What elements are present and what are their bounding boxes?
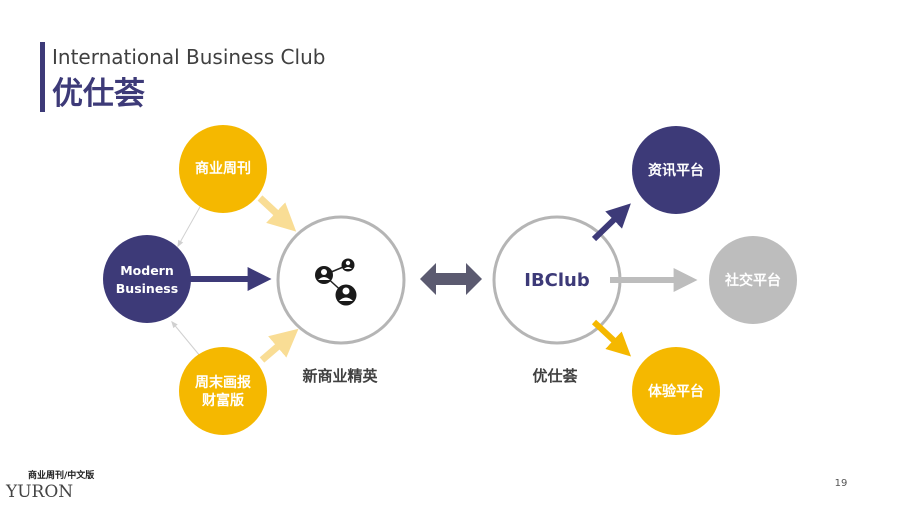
header-accent-bar [40,42,45,112]
arrow-to-info [591,203,631,242]
page-title: 优仕荟 [52,76,145,112]
node-modern-label-1: Modern [120,263,174,278]
arrow-to-experience [591,319,632,357]
node-weekly-label: 商业周刊 [195,160,251,177]
node-social-platform: 社交平台 [709,236,797,324]
network-people-icon [315,258,357,306]
header-subtitle: International Business Club [52,45,325,69]
node-info-platform: 资讯平台 [632,126,720,214]
double-arrow [420,263,482,295]
ibclub-caption: 优仕荟 [532,367,578,385]
arrow-weekly-to-elite [257,195,297,232]
node-modern-label-2: Business [116,281,178,296]
elite-ring [276,215,406,345]
node-experience-label: 体验平台 [648,383,704,400]
node-weekend: 周末画报 财富版 [179,347,267,435]
footer-logo-wordmark: YURON [5,482,73,502]
elite-caption: 新商业精英 [302,367,378,385]
node-experience-platform: 体验平台 [632,347,720,435]
ibclub-label: IBClub [524,270,590,291]
node-weekly: 商业周刊 [179,125,267,213]
arrow-weekend-to-elite [259,328,299,363]
node-social-label: 社交平台 [724,272,781,289]
node-weekend-label-1: 周末画报 [195,374,251,391]
page-number: 19 [835,478,848,489]
node-info-label: 资讯平台 [648,162,704,179]
node-modern-business: Modern Business [103,235,191,323]
node-weekend-label-2: 财富版 [201,392,244,409]
footer-logo-chinese: 商业周刊/中文版 [28,469,94,481]
